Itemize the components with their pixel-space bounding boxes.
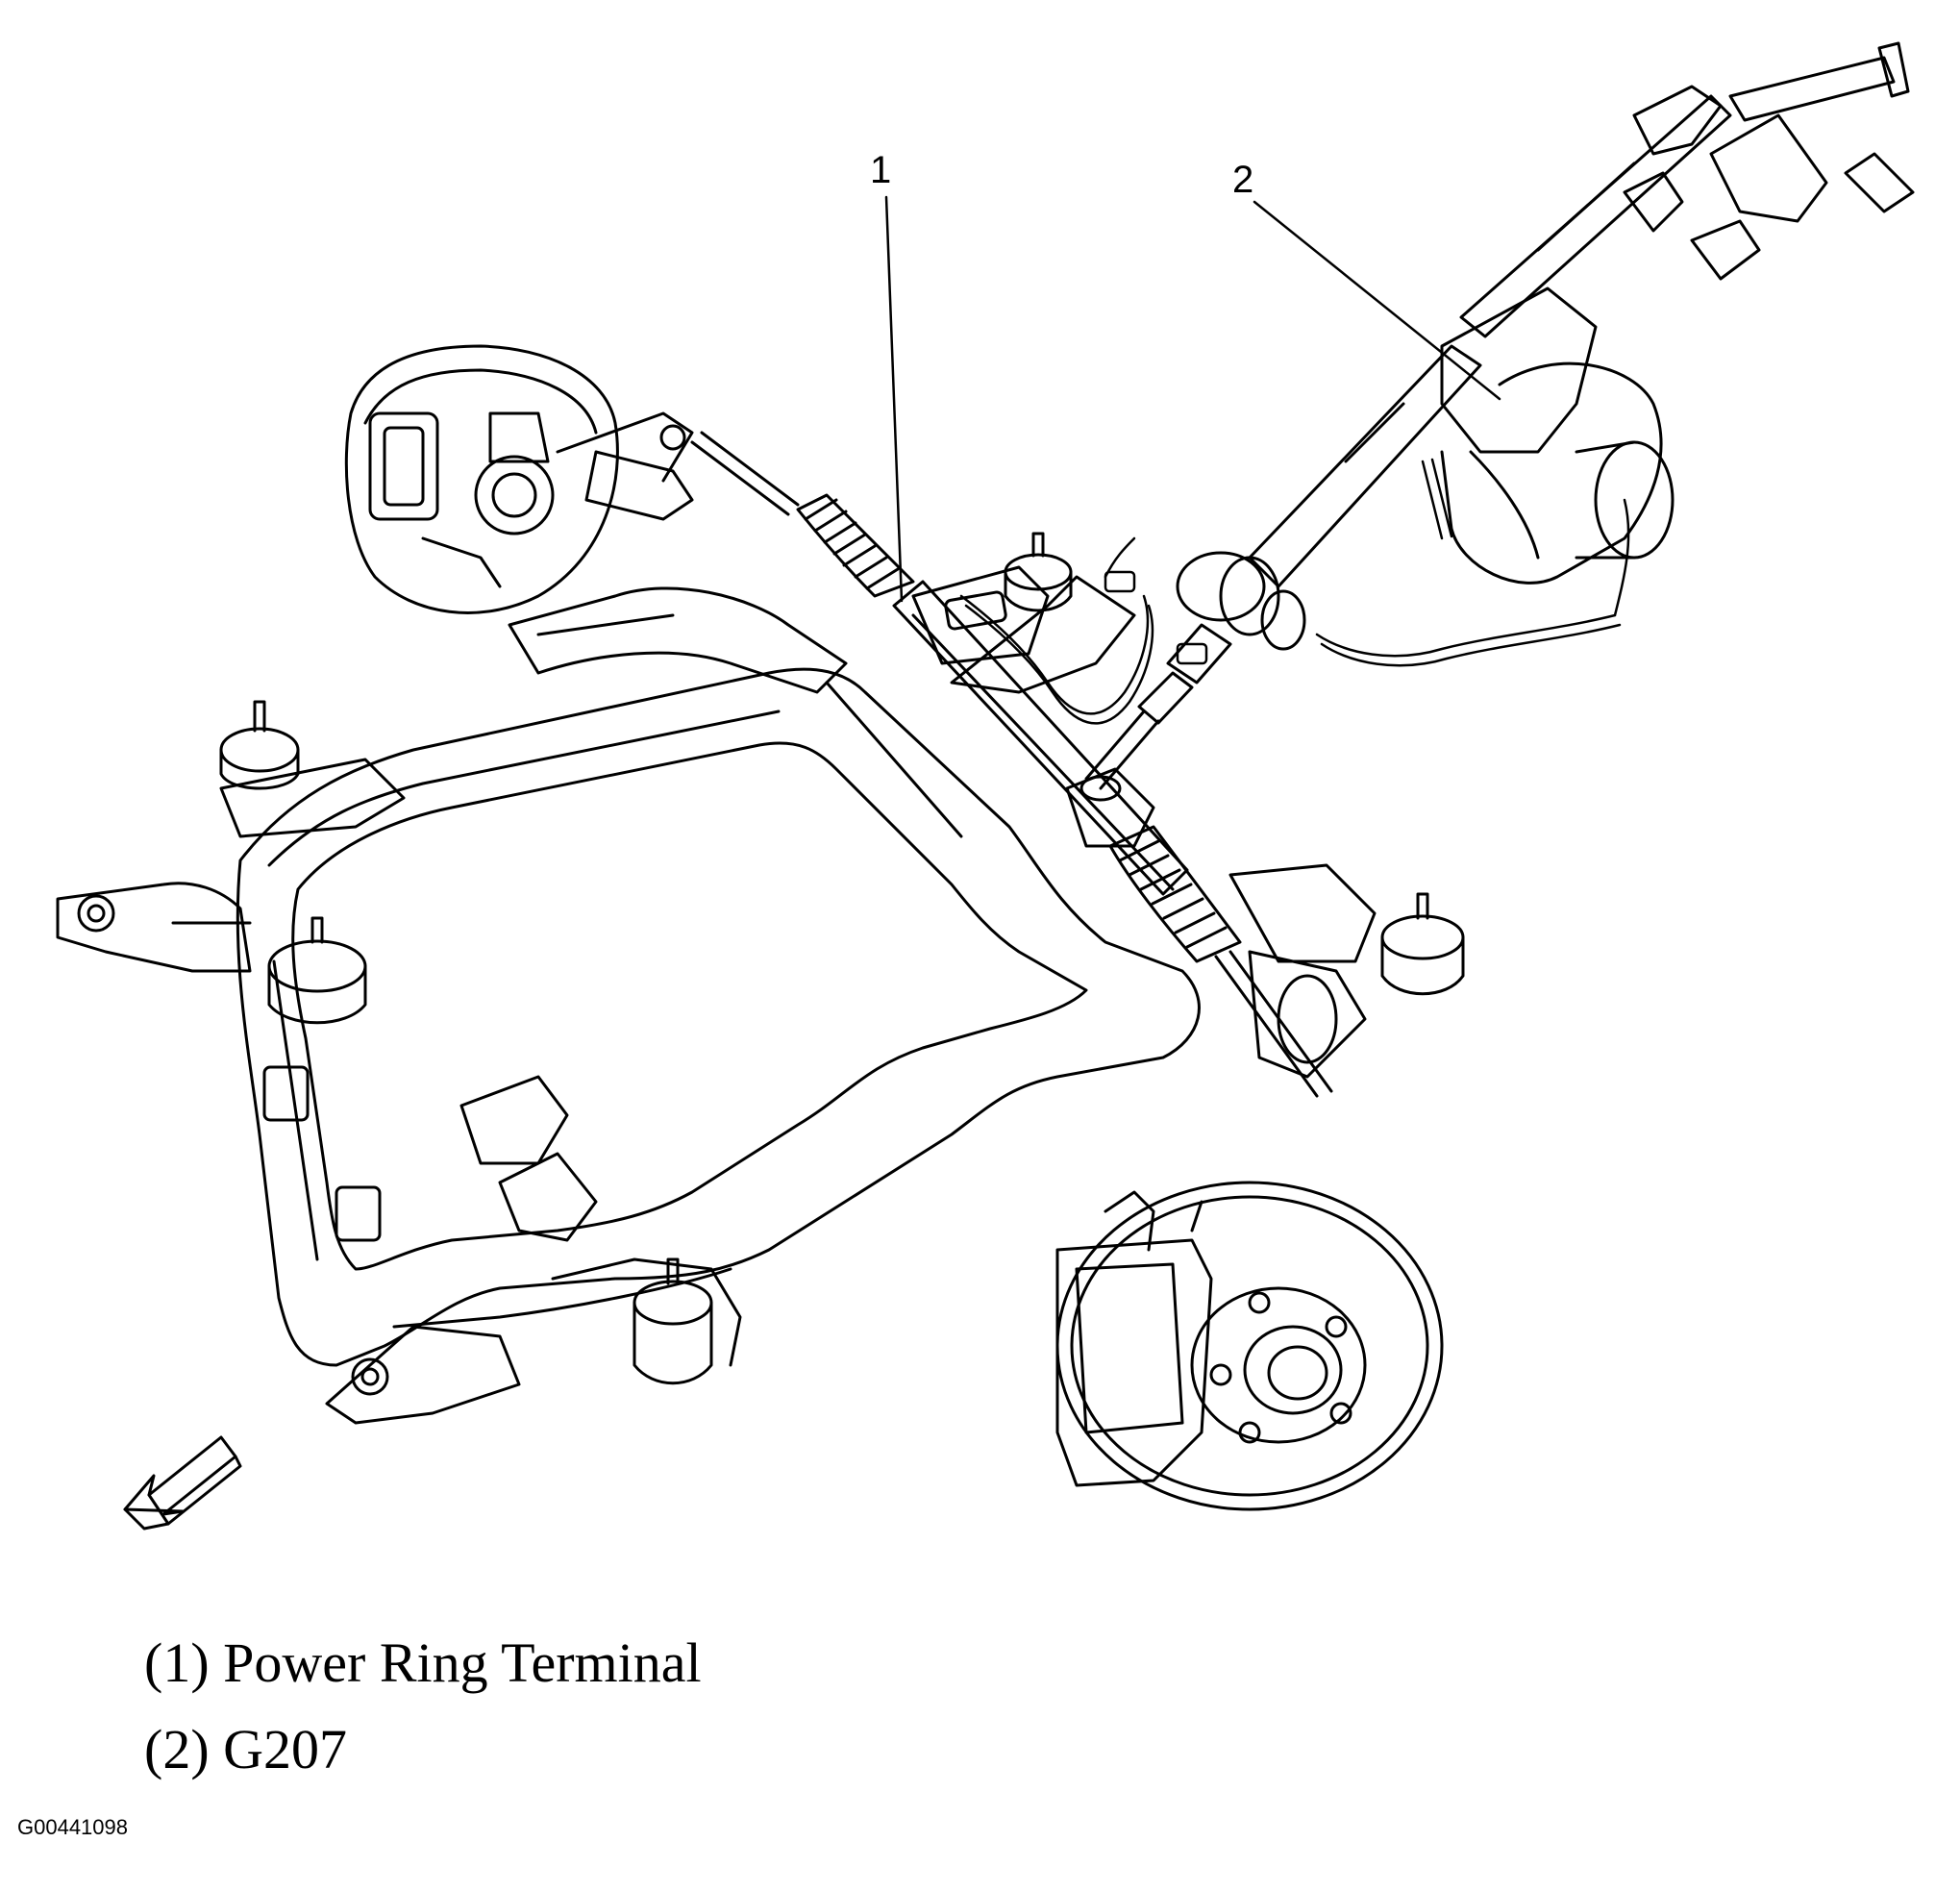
callout-1: 1: [870, 149, 904, 603]
steering-column: [1084, 41, 1915, 790]
callout-number-2: 2: [1232, 159, 1253, 201]
control-arm-left: [508, 450, 848, 694]
direction-arrow-icon: [123, 1435, 242, 1531]
mount-bushing-rear-right: [1004, 532, 1073, 612]
mount-bushing-front-left: [219, 700, 406, 838]
legend-item-power-ring-terminal: (1) Power Ring Terminal: [144, 1631, 702, 1694]
figure-id: G00441098: [17, 1815, 128, 1839]
mount-bushing-left: [267, 916, 367, 1025]
rack-boot-upper: [796, 493, 915, 598]
callout-2: 2: [1232, 159, 1501, 401]
brake-assembly-upper: [344, 344, 694, 614]
legend-item-g207: (2) G207: [144, 1718, 348, 1780]
legend: (1) Power Ring Terminal (2) G207: [144, 1620, 702, 1793]
callout-number-1: 1: [870, 149, 891, 191]
mount-bushing-rear-left: [551, 1257, 742, 1385]
subframe-cradle: [56, 532, 1465, 1425]
steering-gear: [659, 424, 1333, 1098]
wiring-harness: [959, 458, 1630, 725]
brake-assembly-lower: [1055, 1181, 1444, 1511]
mount-bushing-right: [1228, 863, 1465, 996]
rack-boot-lower: [1108, 825, 1242, 963]
